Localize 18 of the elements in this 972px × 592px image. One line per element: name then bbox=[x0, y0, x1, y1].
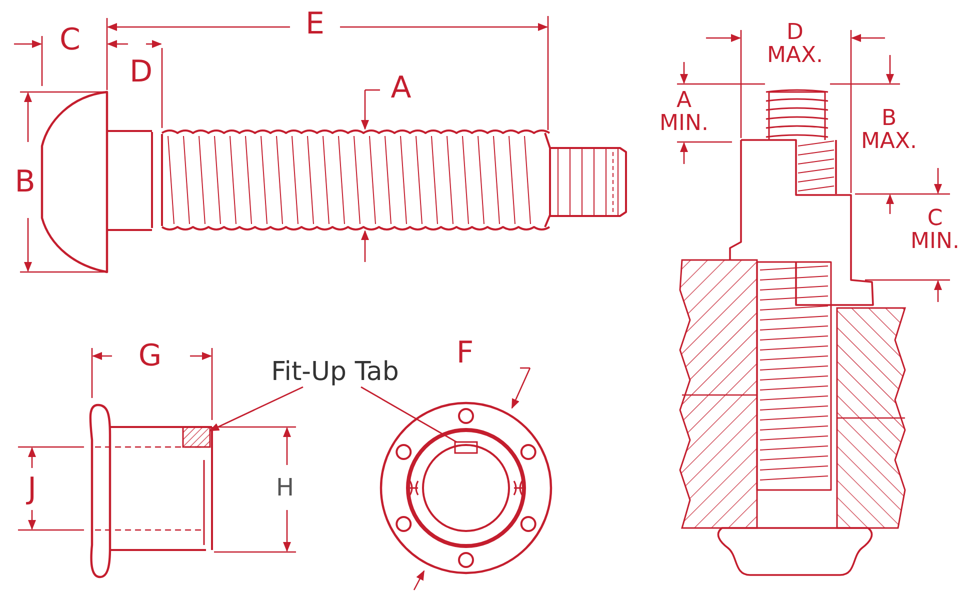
dimension-note: A MIN. bbox=[658, 88, 710, 136]
leader-line bbox=[209, 386, 304, 432]
dimension-note: D MAX. bbox=[766, 20, 824, 68]
dimension-letter: E bbox=[306, 8, 324, 40]
dimension-letter: D bbox=[129, 56, 153, 88]
tab bbox=[454, 441, 478, 454]
dimension-letter: H bbox=[276, 475, 294, 501]
dimension-letter: B bbox=[14, 166, 36, 198]
dimension-letter: A bbox=[390, 72, 412, 104]
dimension-letter: G bbox=[138, 340, 162, 372]
dimension-note: C MIN. bbox=[910, 206, 960, 254]
leader-line bbox=[360, 386, 457, 443]
dimension-letter: J bbox=[28, 473, 36, 505]
callout-text: Fit-Up Tab bbox=[271, 357, 399, 387]
dimension-letter: C bbox=[60, 24, 80, 56]
hatched-tab bbox=[182, 426, 211, 448]
dimension-note: B MAX. bbox=[860, 106, 918, 154]
dimension-letter: F bbox=[456, 337, 474, 369]
